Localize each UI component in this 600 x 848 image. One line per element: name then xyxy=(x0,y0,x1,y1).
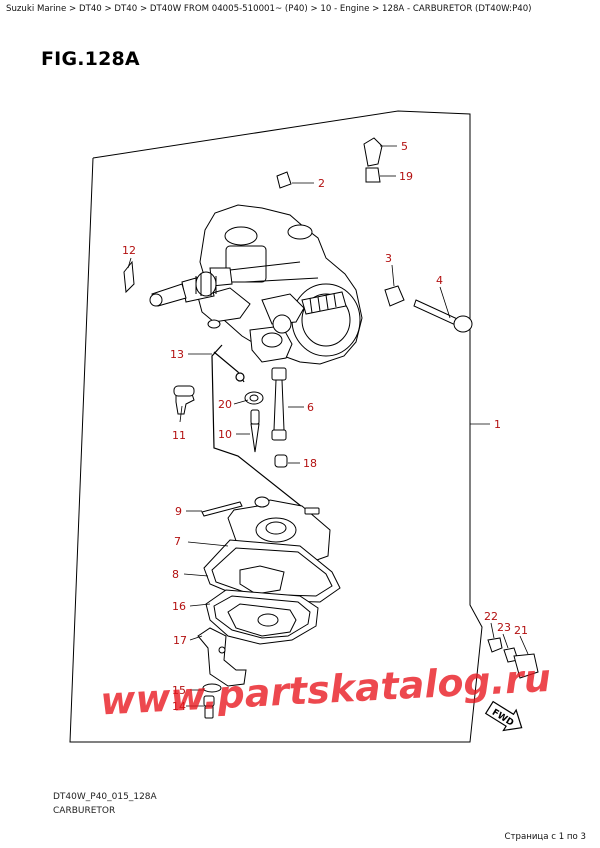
callout-5: 5 xyxy=(401,140,408,153)
needle-valve-parts xyxy=(173,367,288,468)
watermark: www.partskatalog.ru xyxy=(99,656,552,724)
assembly-frame xyxy=(69,110,483,743)
callouts: 1 2 3 4 5 6 7 8 9 10 11 12 13 14 15 16 1… xyxy=(122,140,528,713)
fwd-arrow-icon: FWD xyxy=(484,700,523,732)
callout-17: 17 xyxy=(173,634,187,647)
callout-4: 4 xyxy=(436,274,443,287)
diagram-code: DT40W_P40_015_128A xyxy=(53,792,157,802)
callout-14: 14 xyxy=(172,700,186,713)
callout-8: 8 xyxy=(172,568,179,581)
callout-1: 1 xyxy=(494,418,501,431)
callout-9: 9 xyxy=(175,505,182,518)
callout-13: 13 xyxy=(170,348,184,361)
callout-22: 22 xyxy=(484,610,498,623)
callout-12: 12 xyxy=(122,244,136,257)
leader-lines xyxy=(127,145,529,707)
callout-2: 2 xyxy=(318,177,325,190)
callout-16: 16 xyxy=(172,600,186,613)
carburetor-body xyxy=(149,204,363,365)
callout-15: 15 xyxy=(172,684,186,697)
figure-title: FIG.128A xyxy=(41,48,140,70)
callout-19: 19 xyxy=(399,170,413,183)
callout-23: 23 xyxy=(497,621,511,634)
callout-21: 21 xyxy=(514,624,528,637)
callout-3: 3 xyxy=(385,252,392,265)
linkage-rod xyxy=(211,344,307,511)
breadcrumb[interactable]: Suzuki Marine > DT40 > DT40 > DT40W FROM… xyxy=(6,4,532,14)
diagram-name: CARBURETOR xyxy=(53,806,116,816)
right-side-parts xyxy=(123,137,539,679)
callout-11: 11 xyxy=(172,429,186,442)
callout-10: 10 xyxy=(218,428,232,441)
callout-18: 18 xyxy=(303,457,317,470)
callout-7: 7 xyxy=(174,535,181,548)
float-bowl-assembly xyxy=(197,496,341,719)
callout-20: 20 xyxy=(218,398,232,411)
page-indicator: Страница с 1 по 3 xyxy=(504,832,586,842)
callout-6: 6 xyxy=(307,401,314,414)
